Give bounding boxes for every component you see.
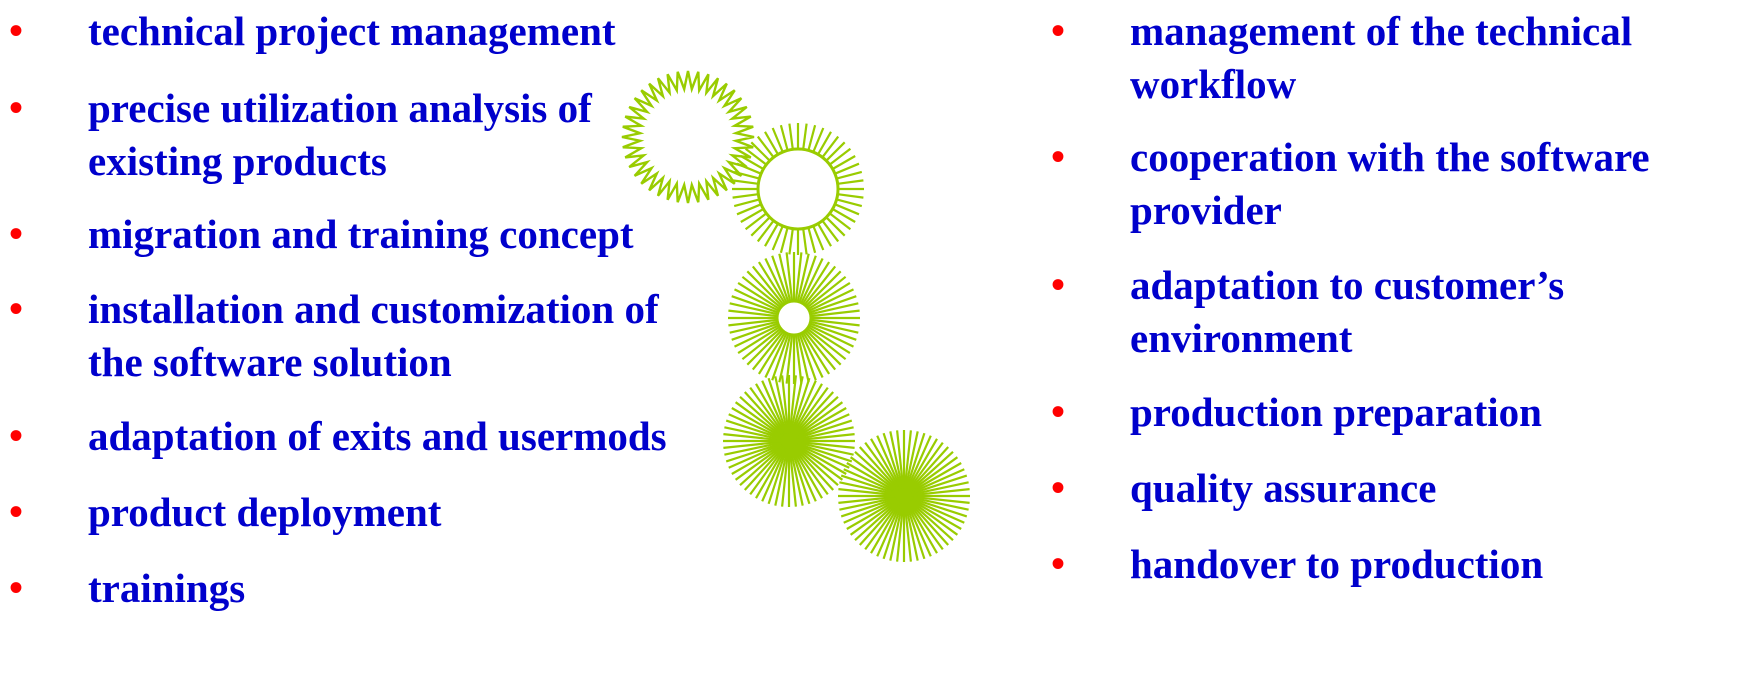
bullet-icon: •: [1051, 134, 1066, 179]
list-item-text: handover to production: [1130, 541, 1544, 587]
bullet-icon: •: [9, 413, 24, 458]
bullet-icon: •: [9, 211, 24, 256]
list-item-text: adaptation of exits and usermods: [88, 413, 667, 459]
list-item-text: adaptation to customer’s: [1130, 262, 1565, 308]
starburst-icon: [838, 430, 970, 562]
bullet-icon: •: [1051, 262, 1066, 307]
bullet-icon: •: [1051, 465, 1066, 510]
list-item-text: trainings: [88, 565, 246, 611]
starburst-icon: [728, 252, 860, 384]
list-item-text: provider: [1130, 187, 1282, 233]
starburst-icon: [723, 375, 855, 507]
list-item-text: quality assurance: [1130, 465, 1437, 511]
list-item-text: technical project management: [88, 8, 616, 54]
bullet-icon: •: [1051, 8, 1066, 53]
list-item-text: environment: [1130, 315, 1353, 361]
bullet-icon: •: [9, 489, 24, 534]
list-item-text: precise utilization analysis of: [88, 85, 592, 131]
list-item-text: existing products: [88, 138, 387, 184]
bullet-icon: •: [9, 565, 24, 610]
starburst-icon: [621, 70, 755, 204]
list-item-text: workflow: [1130, 61, 1297, 107]
bullet-icon: •: [9, 85, 24, 130]
bullet-icon: •: [9, 8, 24, 53]
bullet-icon: •: [9, 286, 24, 331]
list-item-text: the software solution: [88, 339, 452, 385]
list-item-text: management of the technical: [1130, 8, 1633, 54]
list-item-text: product deployment: [88, 489, 442, 535]
bullet-icon: •: [1051, 389, 1066, 434]
list-item-text: cooperation with the software: [1130, 134, 1650, 180]
list-item-text: production preparation: [1130, 389, 1542, 435]
list-item-text: migration and training concept: [88, 211, 634, 257]
starburst-icon: [732, 123, 864, 255]
bullet-icon: •: [1051, 541, 1066, 586]
list-item-text: installation and customization of: [88, 286, 659, 332]
